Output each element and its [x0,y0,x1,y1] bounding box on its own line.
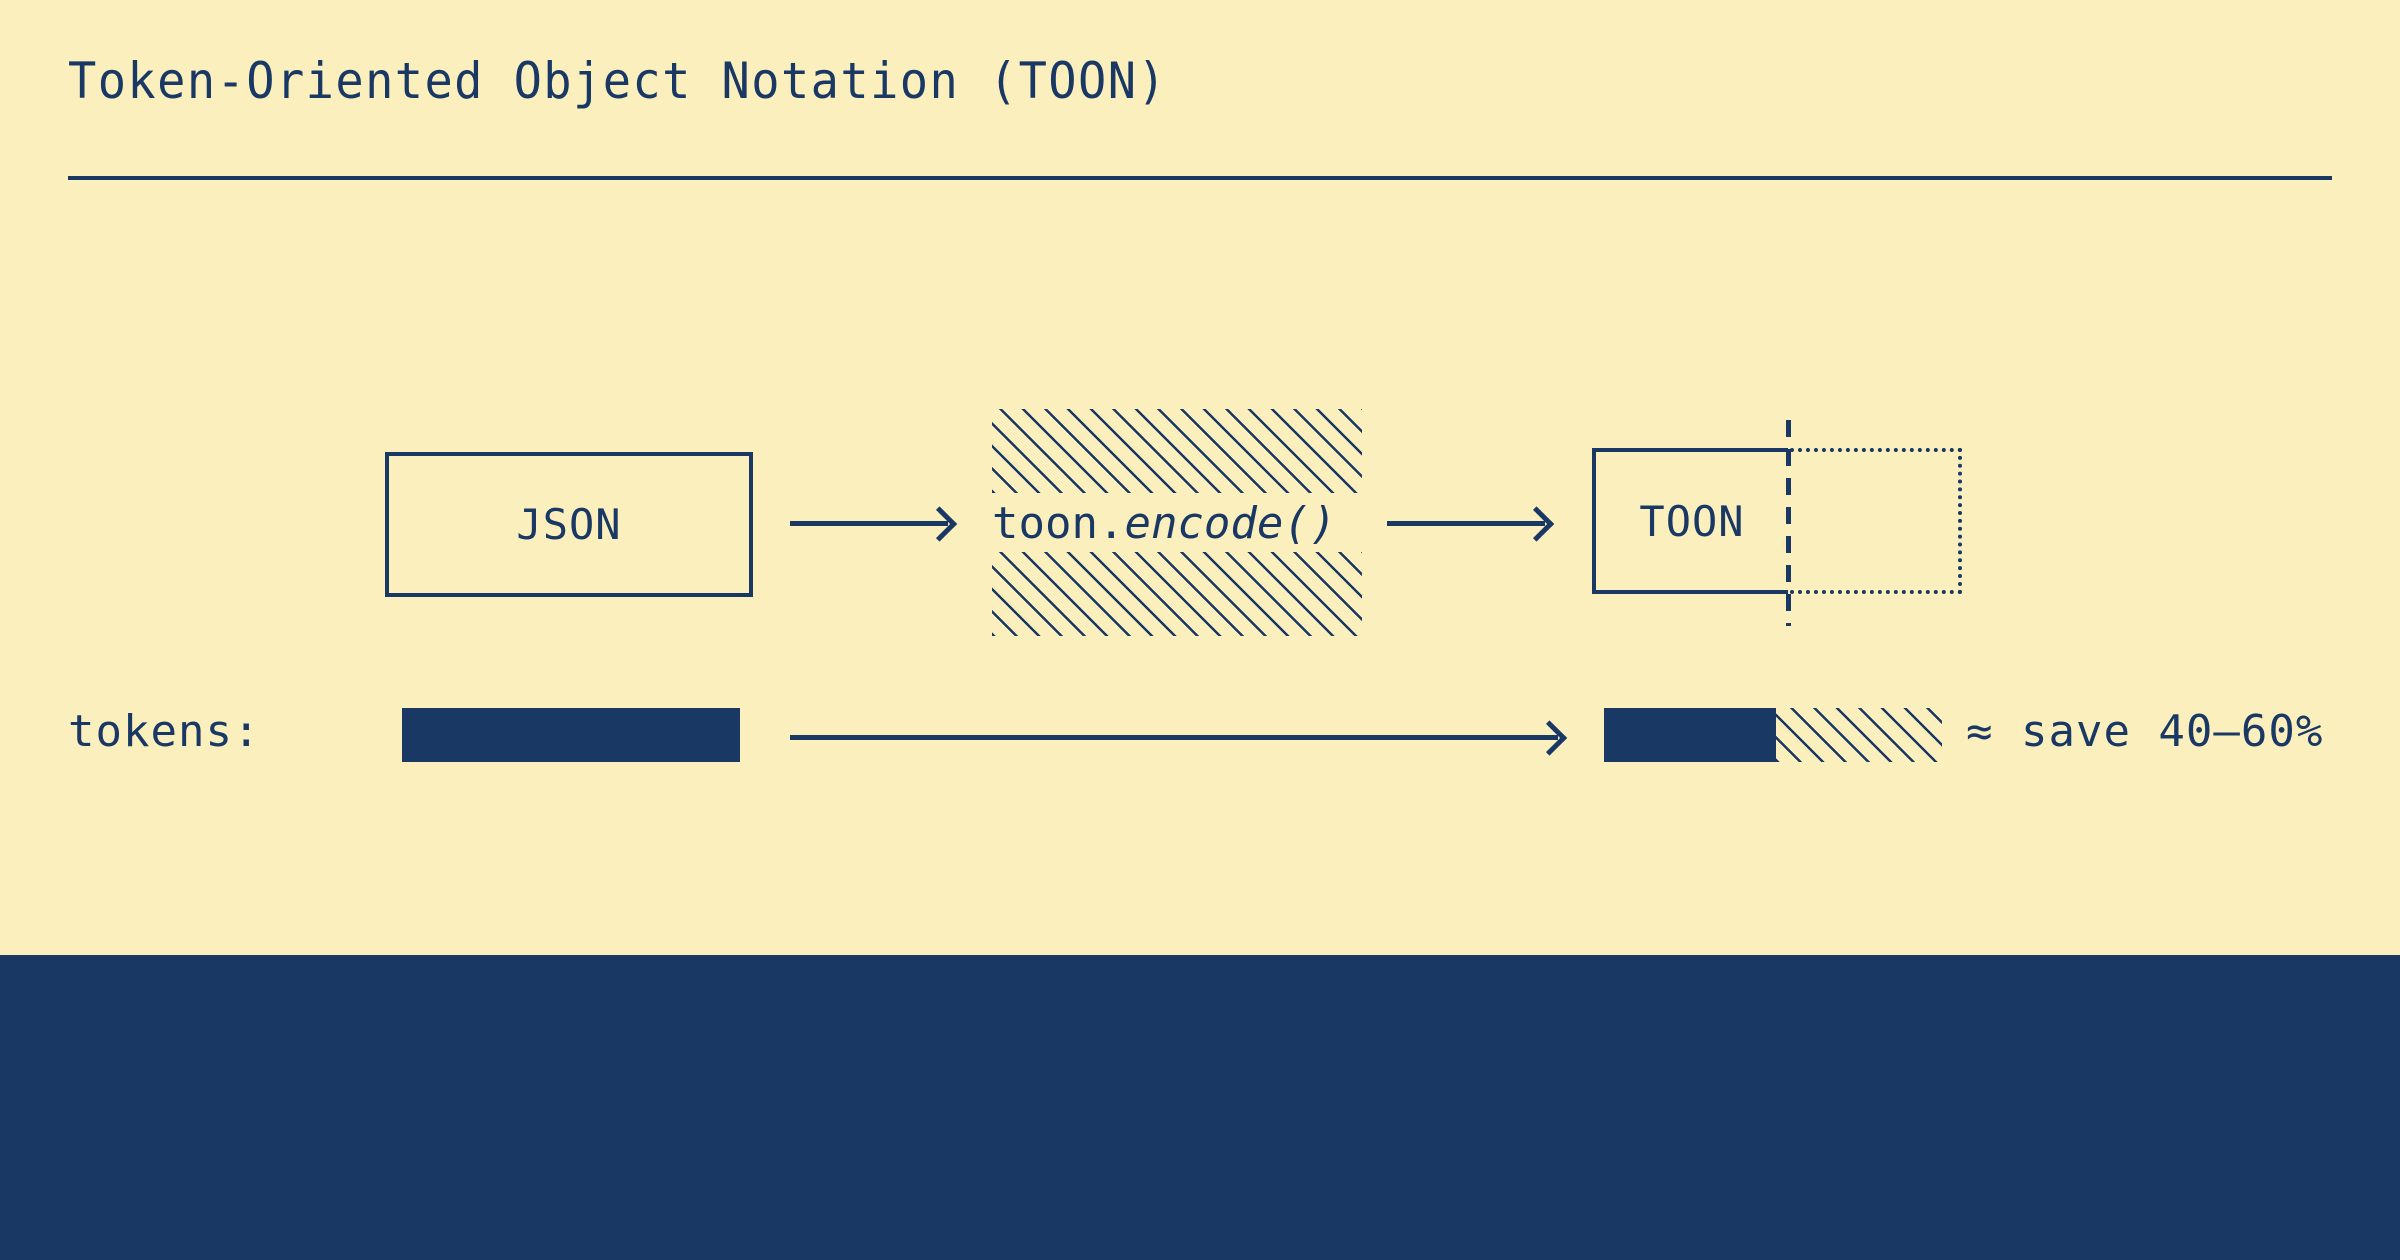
toon-node: TOON [1592,448,1788,594]
title-divider [68,176,2332,180]
tokens-bar-toon-saved [1776,708,1942,762]
encode-namespace-label: toon. [992,497,1125,549]
encode-node: toon.encode() [992,495,1362,551]
toon-node-saved-region [1790,448,1962,594]
arrow-json-to-encode [790,521,948,526]
encode-hatch-bottom [992,552,1362,636]
arrow-tokens-comparison [790,735,1558,740]
toon-node-divider [1786,420,1791,626]
json-node-label: JSON [516,500,622,549]
json-node: JSON [385,452,753,597]
encode-function-label: encode() [1124,497,1337,549]
encode-hatch-top [992,409,1362,493]
tokens-bar-toon-used [1604,708,1776,762]
tokens-bar-json [402,708,740,762]
tokens-savings-note: ≈ save 40–60% [1966,706,2324,757]
arrow-encode-to-toon [1387,521,1545,526]
tokens-row-label: tokens: [68,706,261,757]
toon-node-label: TOON [1639,496,1745,546]
sample-panel: sample: JSON → { "tags": ["jazz", "chill… [0,955,2400,1260]
page-title: Token-Oriented Object Notation (TOON) [68,52,1168,110]
